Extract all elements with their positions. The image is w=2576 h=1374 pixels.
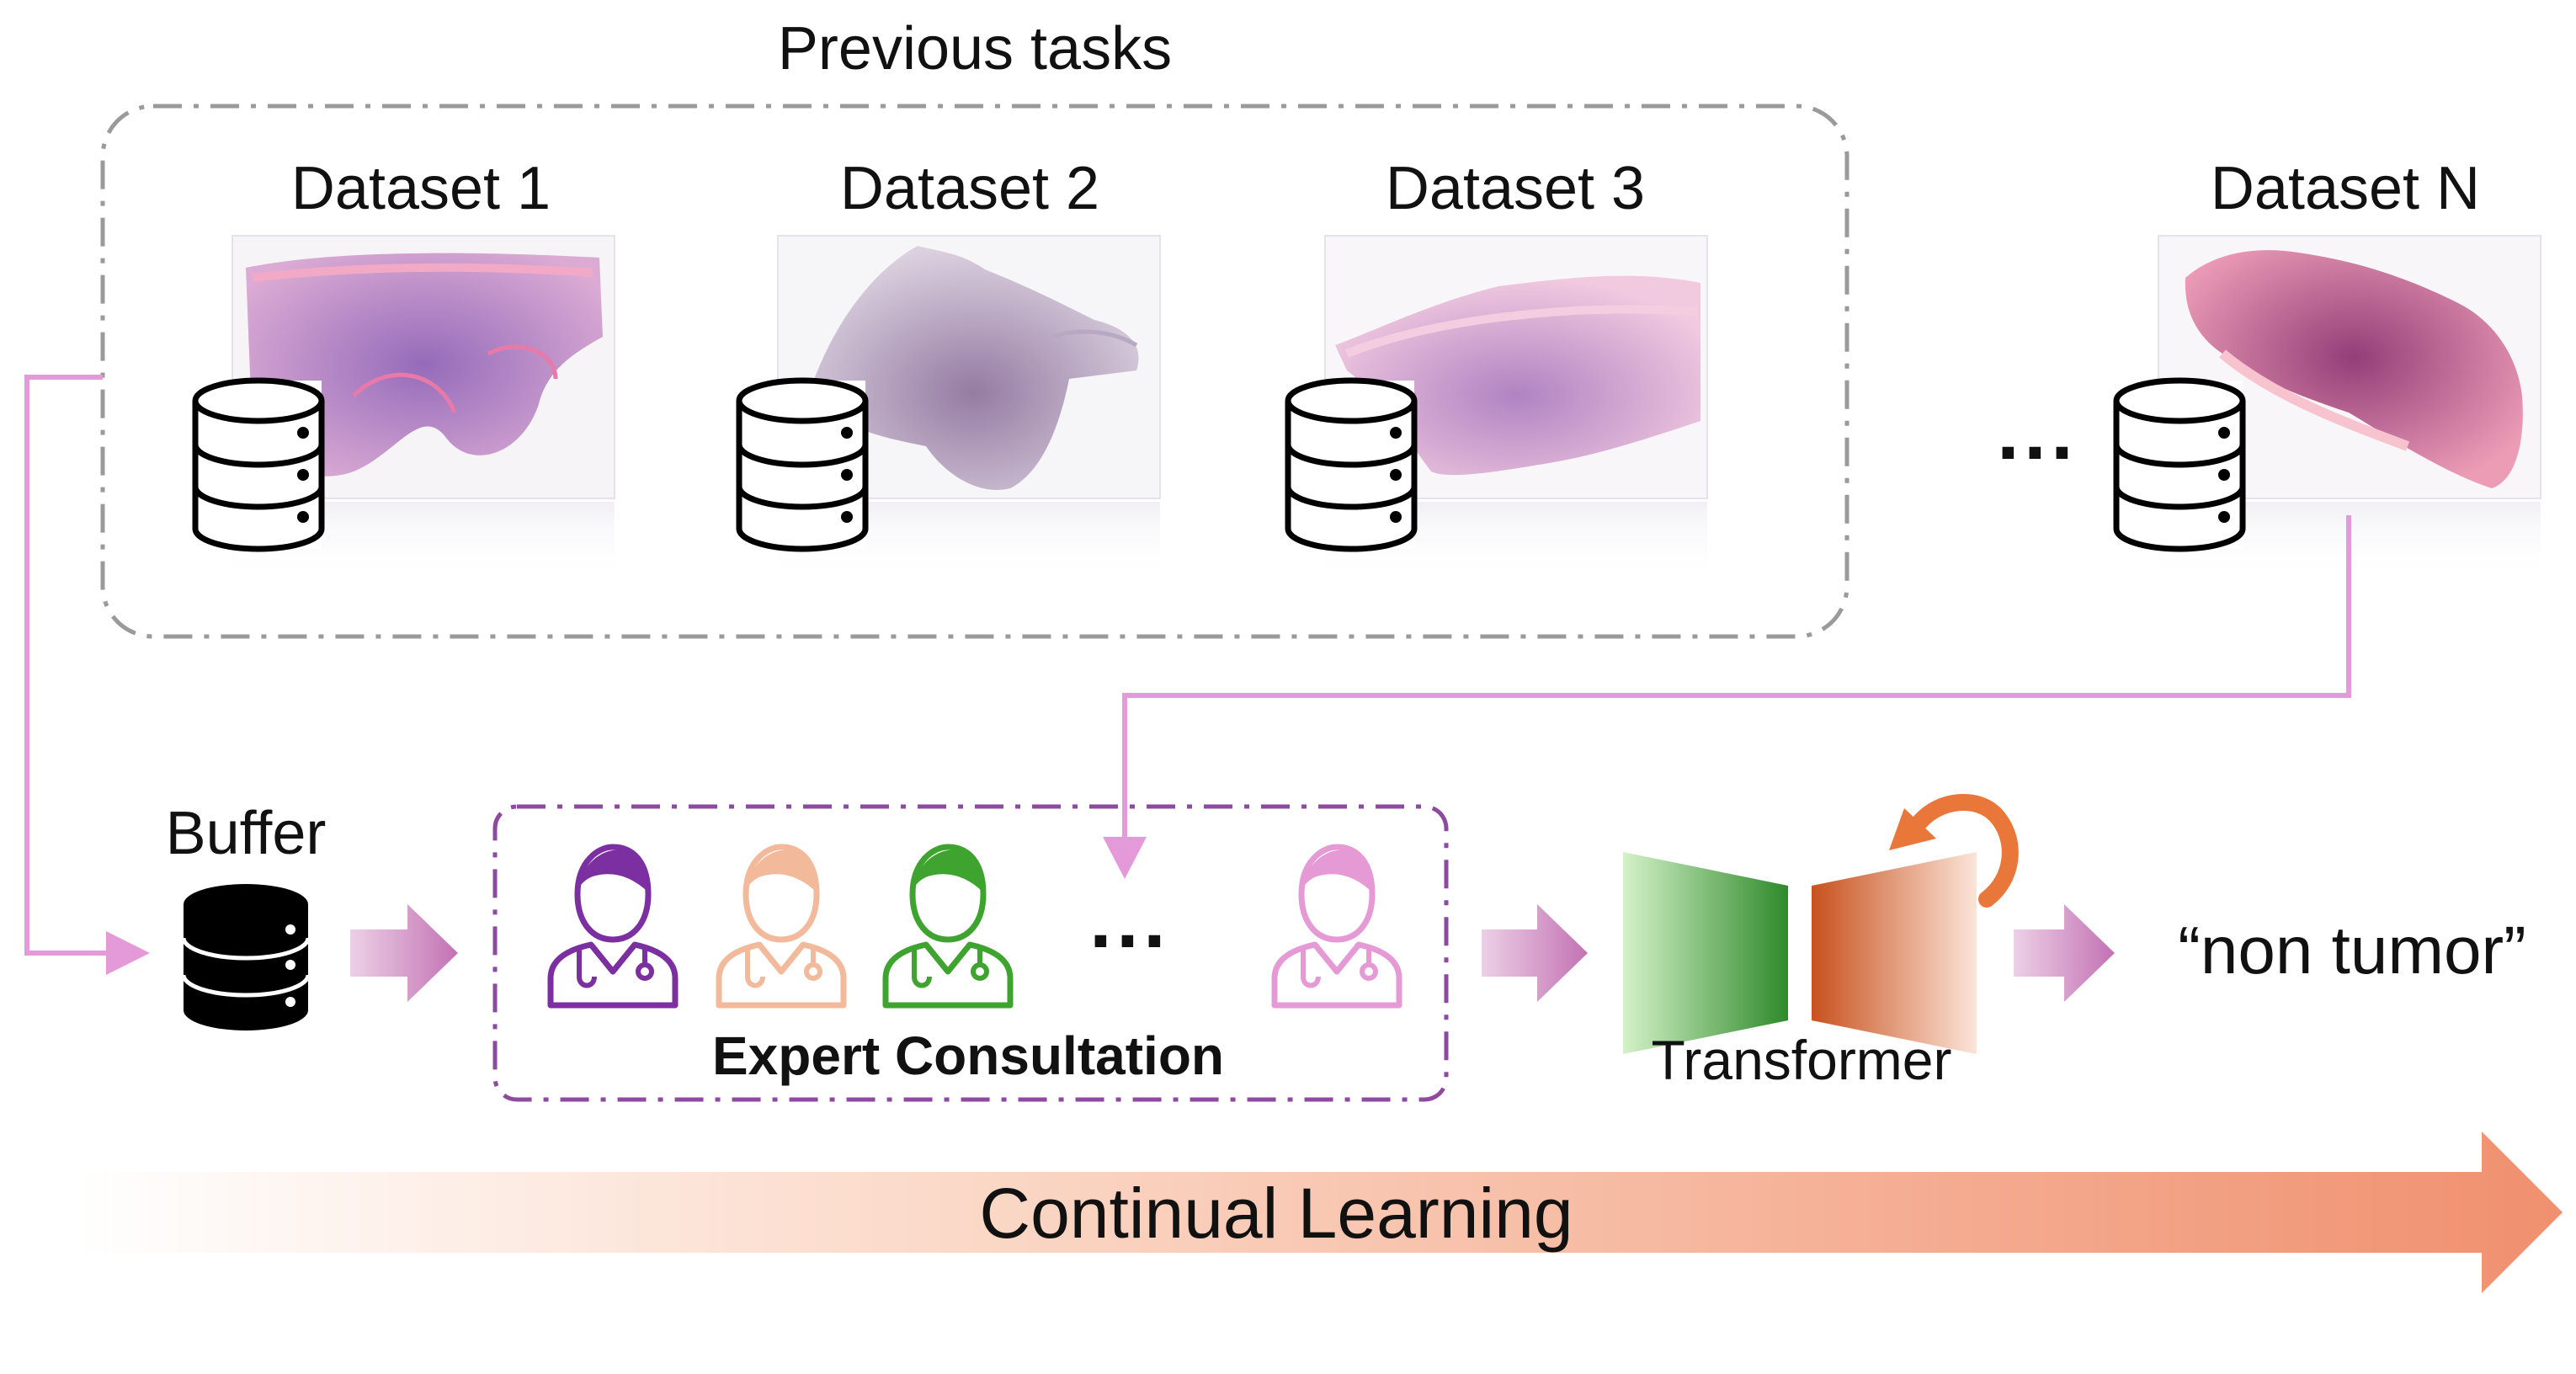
prediction-output: “non tumor”: [2178, 913, 2525, 988]
previous-tasks-title: Previous tasks: [778, 15, 1172, 83]
flow-arrow-1: [350, 904, 458, 1002]
dataset-1-database-icon: [195, 381, 322, 549]
buffer-connector-line: [24, 375, 109, 956]
continual-learning-label: Continual Learning: [979, 1174, 1573, 1253]
datasets-ellipsis: ···: [1997, 407, 2078, 498]
expert-green-icon: [886, 847, 1010, 1005]
buffer-label: Buffer: [166, 800, 327, 867]
previous-tasks-box: [100, 104, 1850, 639]
expert-peach-icon: [719, 847, 844, 1005]
feedback-loop-icon: [1904, 794, 2019, 908]
dataset-n-connector-arrowhead: [1103, 837, 1147, 879]
buffer-connector-arrowhead: [106, 931, 150, 975]
feedback-loop-arrowhead: [1889, 808, 1936, 850]
dataset-n-label: Dataset N: [2211, 155, 2480, 222]
expert-consultation-label: Expert Consultation: [712, 1025, 1224, 1086]
expert-purple-icon: [551, 847, 675, 1005]
continual-learning-arrow: [76, 1132, 2563, 1293]
expert-consultation-box: [492, 804, 1449, 1102]
expert-pink-icon: [1275, 847, 1399, 1005]
buffer-database-icon: [181, 884, 311, 1030]
transformer-model: [1623, 794, 2019, 1054]
dataset-3-label: Dataset 3: [1386, 155, 1645, 222]
transformer-encoder: [1623, 852, 1788, 1054]
dataset-3-database-icon: [1288, 381, 1414, 549]
dataset-2-database-icon: [739, 381, 865, 549]
dataset-n-connector-line: [1122, 515, 2351, 842]
transformer-label: Transformer: [1652, 1029, 1952, 1091]
dataset-n-database-icon: [2116, 381, 2243, 549]
transformer-decoder: [1812, 852, 1977, 1054]
flow-arrow-3: [2014, 904, 2115, 1002]
dataset-2-label: Dataset 2: [840, 155, 1099, 222]
experts-ellipsis: ···: [1089, 896, 1170, 986]
dataset-1-label: Dataset 1: [291, 155, 551, 222]
flow-arrow-2: [1482, 904, 1588, 1002]
